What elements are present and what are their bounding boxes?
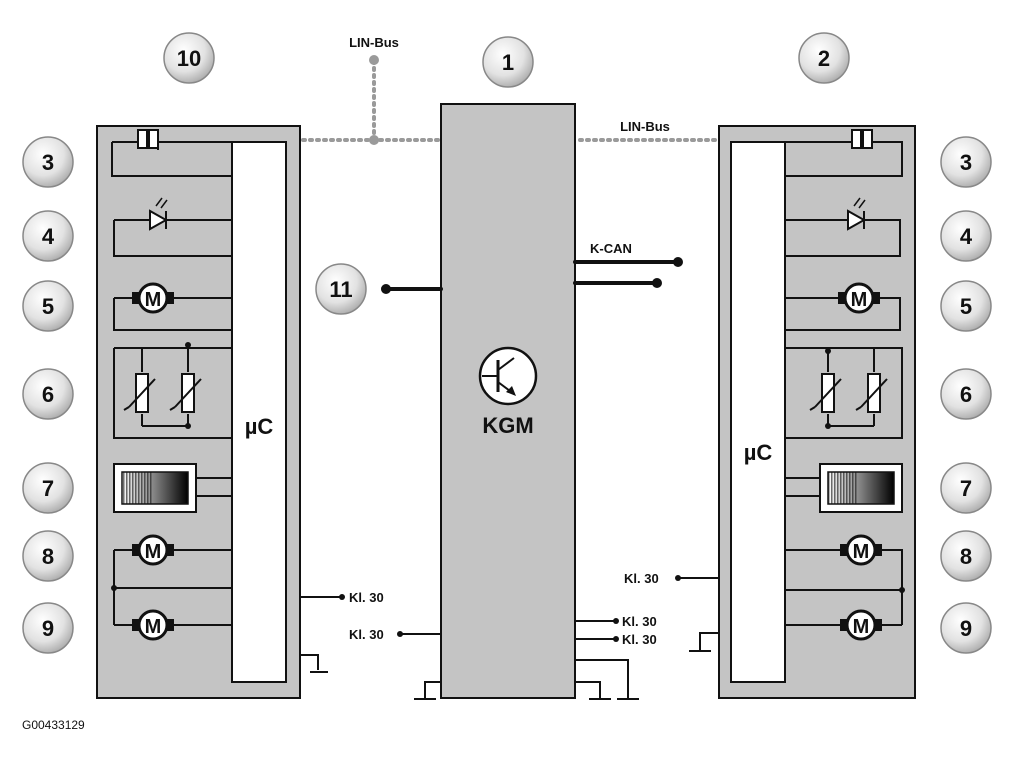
- svg-text:8: 8: [960, 544, 972, 569]
- callout-right-8: 8: [940, 530, 992, 582]
- left-kl30-label: Kl. 30: [349, 590, 384, 605]
- transistor-icon: [478, 346, 538, 406]
- svg-text:1: 1: [502, 50, 514, 75]
- svg-text:6: 6: [960, 382, 972, 407]
- callout-10: 10: [163, 32, 215, 84]
- svg-text:8: 8: [42, 544, 54, 569]
- center-kl30-right-b-label: Kl. 30: [622, 632, 657, 647]
- lin-bus-right-label: LIN-Bus: [620, 119, 670, 134]
- callout-right-6: 6: [940, 368, 992, 420]
- callout-right-7: 7: [940, 462, 992, 514]
- right-control-module: µC M M: [624, 125, 916, 699]
- left-control-module: µC M: [96, 125, 384, 699]
- center-gateway-module: KGM K-CAN Kl. 30 Kl. 30 Kl. 30: [349, 103, 683, 700]
- callout-left-6: 6: [22, 368, 74, 420]
- motor-label: M: [145, 541, 162, 563]
- k-can-label: K-CAN: [590, 241, 632, 256]
- left-variable-resistors: [113, 342, 232, 439]
- callout-left-4: 4: [22, 210, 74, 262]
- left-motor-9: M: [113, 600, 232, 641]
- callout-left-7: 7: [22, 462, 74, 514]
- svg-text:9: 9: [960, 616, 972, 641]
- svg-text:9: 9: [42, 616, 54, 641]
- right-connector-symbol: [785, 129, 903, 177]
- svg-text:5: 5: [960, 294, 972, 319]
- motor-label: M: [851, 289, 868, 311]
- svg-text:10: 10: [177, 46, 201, 71]
- motor-label: M: [853, 616, 870, 638]
- callout-1: 1: [482, 36, 534, 88]
- lin-bus-left-label: LIN-Bus: [349, 35, 399, 50]
- callout-left-8: 8: [22, 530, 74, 582]
- callout-left-3: 3: [22, 136, 74, 188]
- right-variable-resistors: [785, 347, 903, 439]
- image-id-label: G00433129: [22, 718, 85, 732]
- svg-text:4: 4: [960, 224, 973, 249]
- right-microcontroller: [730, 141, 786, 683]
- motor-label: M: [145, 616, 162, 638]
- callout-right-3: 3: [940, 136, 992, 188]
- svg-text:6: 6: [42, 382, 54, 407]
- callout-right-9: 9: [940, 602, 992, 654]
- svg-text:7: 7: [42, 476, 54, 501]
- right-motor-5: M: [785, 282, 901, 331]
- center-kl30-left-label: Kl. 30: [349, 627, 384, 642]
- svg-text:5: 5: [42, 294, 54, 319]
- left-connector-symbol: [111, 129, 232, 177]
- svg-text:7: 7: [960, 476, 972, 501]
- left-uc-label: µC: [245, 414, 274, 439]
- callout-11: 11: [315, 263, 367, 315]
- right-kl30-label: Kl. 30: [624, 571, 659, 586]
- right-position-sensor: [785, 463, 903, 513]
- right-motor-9: M: [785, 609, 902, 641]
- left-led-symbol: [113, 197, 232, 257]
- svg-text:3: 3: [960, 150, 972, 175]
- svg-text:4: 4: [42, 224, 55, 249]
- left-position-sensor: [113, 463, 232, 513]
- left-microcontroller: [231, 141, 287, 683]
- left-motor-5: M: [113, 282, 232, 331]
- right-motor-8: M: [785, 534, 905, 625]
- motor-label: M: [145, 289, 162, 311]
- callout-left-9: 9: [22, 602, 74, 654]
- svg-text:2: 2: [818, 46, 830, 71]
- callout-2: 2: [798, 32, 850, 84]
- callout-right-5: 5: [940, 280, 992, 332]
- lin-bus-right: LIN-Bus: [578, 119, 717, 142]
- center-kl30-right-a-label: Kl. 30: [622, 614, 657, 629]
- svg-text:3: 3: [42, 150, 54, 175]
- motor-label: M: [853, 541, 870, 563]
- right-led-symbol: [785, 197, 901, 257]
- callout-left-5: 5: [22, 280, 74, 332]
- svg-text:11: 11: [329, 277, 352, 302]
- callout-right-4: 4: [940, 210, 992, 262]
- right-uc-label: µC: [744, 440, 773, 465]
- lin-bus-left: LIN-Bus: [301, 35, 443, 145]
- kgm-label: KGM: [482, 413, 533, 438]
